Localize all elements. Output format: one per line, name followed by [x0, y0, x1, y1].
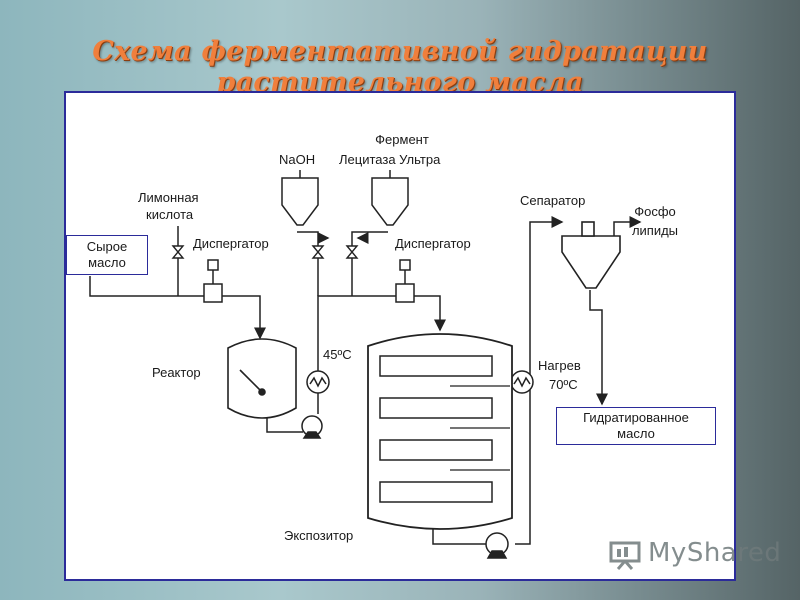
ferment-feed-line: [351, 231, 388, 296]
expositor-outlet-line: [432, 526, 486, 545]
disperser-left-to-reactor-line: [222, 295, 266, 340]
heater-70: [510, 370, 534, 394]
hydrated-oil-line: [589, 290, 608, 406]
disperser-right-label: Диспергатор: [395, 236, 471, 251]
valve-citric: [171, 245, 185, 259]
expositor-vessel: [367, 333, 513, 530]
heating-label-2: 70ºС: [549, 377, 578, 392]
phospholipids-label-2: липиды: [631, 223, 679, 238]
raw-oil-box: Сырое масло: [66, 235, 148, 275]
heating-label-1: Нагрев: [538, 358, 581, 373]
hydrated-oil-box: Гидратированное масло: [556, 407, 716, 445]
separator-unit: [561, 221, 621, 289]
citric-acid-label-2: кислота: [146, 207, 194, 222]
disperser-right-unit: [395, 259, 415, 303]
separator-label: Сепаратор: [520, 193, 586, 208]
disperser-left-unit: [203, 259, 223, 303]
disperser-right-to-expositor-line: [414, 295, 446, 332]
naoh-label: NaOH: [279, 152, 316, 167]
expositor-shelf-1: [379, 355, 493, 377]
naoh-feed-line: [297, 231, 319, 296]
slide-title: Схема ферментативной гидратации растител…: [92, 36, 708, 98]
valve-ferment: [345, 245, 359, 259]
reactor-vessel: [227, 338, 297, 419]
myshared-logo-text: MyShared: [648, 538, 782, 568]
disperser-left-label: Диспергатор: [193, 236, 269, 251]
raw-oil-label-1: Сырое: [86, 239, 128, 254]
reactor-label: Реактор: [152, 365, 201, 380]
naoh-bunker: [281, 170, 319, 226]
heater-45: [306, 370, 330, 394]
myshared-logo: MyShared: [608, 538, 781, 574]
phospholipids-label-1: Фосфо: [634, 204, 676, 219]
expositor-shelf-4: [379, 481, 493, 503]
ferment-label-1: Фермент: [375, 132, 429, 147]
pump-reactor: [301, 415, 323, 439]
temperature-45-label: 45ºС: [323, 347, 352, 362]
ferment-bunker: [371, 170, 409, 226]
expositor-shelf-3: [379, 439, 493, 461]
hydrated-oil-label-2: масло: [617, 426, 655, 441]
phospholipids-line: [613, 216, 642, 236]
pump-expositor: [485, 532, 509, 559]
raw-oil-line: [89, 276, 204, 297]
presentation-board-icon: [609, 541, 641, 570]
citric-acid-label-1: Лимонная: [138, 190, 199, 205]
hydrated-oil-label-1: Гидратированное: [583, 410, 689, 425]
expositor-shelf-2: [379, 397, 493, 419]
expositor-label: Экспозитор: [284, 528, 354, 543]
valve-naoh: [311, 245, 325, 259]
ferment-label-2: Лецитаза Ультра: [339, 152, 441, 167]
raw-oil-label-2: масло: [88, 255, 126, 270]
